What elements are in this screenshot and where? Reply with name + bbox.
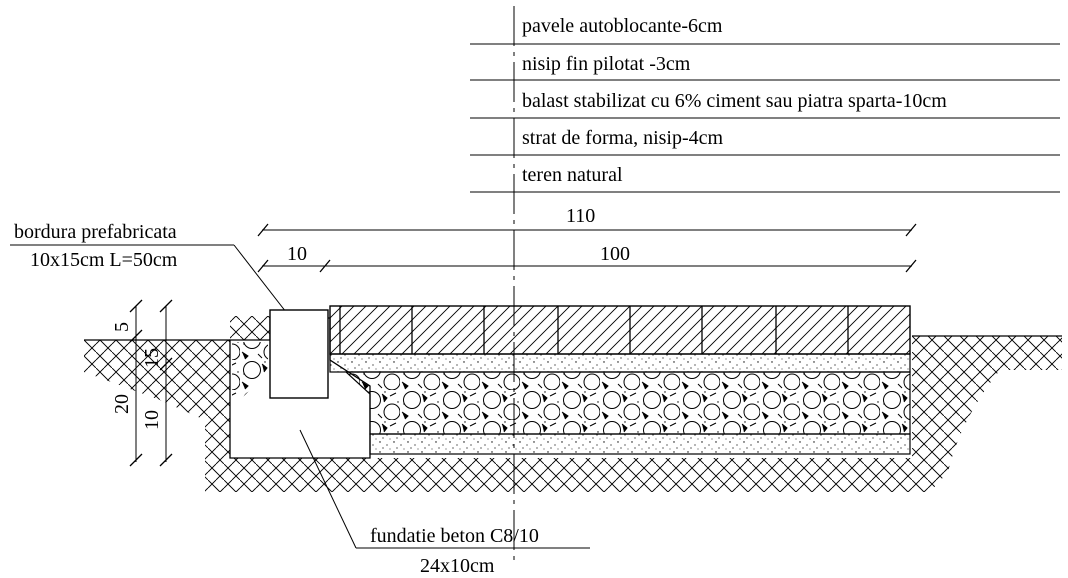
- dimension-ticks-100: [257, 259, 917, 273]
- layer-label-stabilized-ballast: balast stabilizat cu 6% ciment sau piatr…: [522, 90, 947, 112]
- layer-label-natural-ground: teren natural: [522, 164, 623, 186]
- layer-label-fine-sand: nisip fin pilotat -3cm: [522, 53, 691, 75]
- foundation-fill-left: [232, 342, 268, 400]
- foundation-leader-line: [299, 429, 357, 549]
- natural-ground: [84, 316, 1062, 492]
- dim-10-label: 10: [141, 410, 163, 430]
- shape-sand-layer: [369, 433, 911, 455]
- ballast-layer: [344, 371, 911, 435]
- horizontal-dimensions: 110 10 100: [257, 205, 917, 273]
- foundation-callout: fundatie beton C8/10 24x10cm: [299, 429, 590, 577]
- foundation-size-label: 24x10cm: [420, 555, 495, 577]
- layer-legend: pavele autoblocante-6cm nisip fin pilota…: [470, 6, 1060, 566]
- pavers-hatch: [329, 305, 911, 355]
- layer-label-shape-layer-sand: strat de forma, nisip-4cm: [522, 127, 723, 149]
- dim-20-label: 20: [111, 394, 133, 414]
- curb-name-label: bordura prefabricata: [14, 221, 177, 243]
- dim-15-label: 15: [141, 348, 163, 368]
- dimension-100-label: 100: [600, 243, 630, 265]
- curb-callout: bordura prefabricata 10x15cm L=50cm: [10, 221, 301, 331]
- dimension-110-label: 110: [566, 205, 595, 227]
- precast-curb: [269, 309, 329, 399]
- dimension-ticks-110: [257, 223, 917, 237]
- fine-sand-layer: [329, 353, 911, 373]
- paver-layer: [329, 305, 911, 355]
- vertical-dimension-ticks: [129, 299, 173, 467]
- curb-size-label: 10x15cm L=50cm: [30, 249, 178, 271]
- foundation-name-label: fundatie beton C8/10: [370, 525, 539, 547]
- dimension-10-label: 10: [287, 243, 307, 265]
- vertical-dimensions: 5 15 20 10: [111, 299, 173, 467]
- layer-label-pavers: pavele autoblocante-6cm: [522, 15, 723, 37]
- dim-5-label: 5: [111, 322, 133, 332]
